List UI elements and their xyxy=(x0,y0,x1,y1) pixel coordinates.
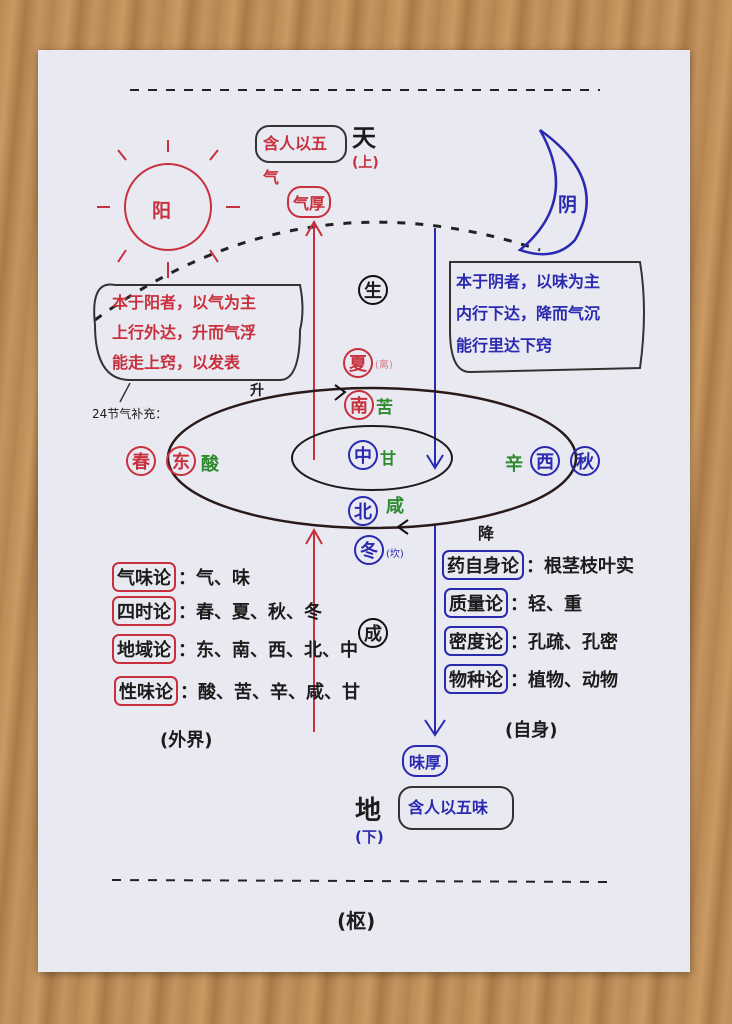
bitter-label: 苦 xyxy=(376,398,393,418)
footer-label: (枢) xyxy=(337,909,376,933)
summer-circle: 夏 xyxy=(343,348,373,378)
theory-tag: 四时论 xyxy=(112,596,176,626)
yang-description: 本于阳者，以气为主 上行外达，升而气浮 能走上窍，以发表 xyxy=(112,288,256,378)
yin-line-1: 本于阴者，以味为主 xyxy=(456,272,601,291)
rise-label: 升 xyxy=(250,383,264,399)
inner-cycle xyxy=(291,425,453,491)
earth-label: 地 xyxy=(355,796,382,826)
theory-text: ：东、南、西、北、中 xyxy=(178,640,358,661)
winter-circle: 冬 xyxy=(354,535,384,565)
theory-tag: 性味论 xyxy=(114,676,178,706)
yang-line-3: 能走上窍，以发表 xyxy=(112,353,241,372)
theory-text: ：孔疏、孔密 xyxy=(510,632,618,653)
yang-label: 阳 xyxy=(152,200,172,222)
earth-box: 含人以五味 xyxy=(398,786,514,830)
sky-arc xyxy=(94,220,541,322)
note-24-solar-terms: 24节气补充： xyxy=(92,407,168,421)
internal-item: 药自身论：根茎枝叶实 xyxy=(442,550,634,580)
center-circle: 中 xyxy=(348,440,378,470)
fall-label: 降 xyxy=(478,524,495,543)
north-circle: 北 xyxy=(348,496,378,526)
moon-icon xyxy=(517,128,588,256)
south-circle: 南 xyxy=(344,390,374,420)
earth-box-text: 含人以五味 xyxy=(408,798,489,817)
sun-icon xyxy=(97,140,240,278)
yang-line-1: 本于阳者，以气为主 xyxy=(112,293,257,312)
qi-hou-badge: 气厚 xyxy=(287,186,332,218)
external-item: 地域论：东、南、西、北、中 xyxy=(112,634,358,664)
theory-tag: 密度论 xyxy=(444,626,508,656)
theory-text: ：轻、重 xyxy=(510,594,582,615)
internal-label: (自身) xyxy=(505,720,558,741)
theory-tag: 地域论 xyxy=(112,634,176,664)
external-item: 气味论：气、味 xyxy=(112,562,250,592)
yin-line-3: 能行里达下窍 xyxy=(456,336,553,355)
winter-gua: (坎) xyxy=(386,549,404,560)
heaven-box: 含人以五气 xyxy=(255,125,347,187)
theory-tag: 药自身论 xyxy=(442,550,524,580)
yin-description: 本于阴者，以味为主 内行下达，降而气沉 能行里达下窍 xyxy=(456,266,600,362)
wei-hou-badge: 味厚 xyxy=(402,745,449,777)
heaven-position: (上) xyxy=(352,155,379,171)
pungent-label: 辛 xyxy=(505,454,523,475)
bottom-dashed-line xyxy=(111,879,613,883)
external-item: 四时论：春、夏、秋、冬 xyxy=(112,596,322,626)
autumn-circle: 秋 xyxy=(570,446,600,476)
theory-text: ：植物、动物 xyxy=(510,670,618,691)
earth-position: (下) xyxy=(355,828,384,846)
sheng-circle: 生 xyxy=(358,275,388,305)
salty-label: 咸 xyxy=(386,496,404,517)
internal-item: 密度论：孔疏、孔密 xyxy=(444,626,618,656)
yang-line-2: 上行外达，升而气浮 xyxy=(112,323,257,342)
theory-tag: 质量论 xyxy=(444,588,508,618)
sour-label: 酸 xyxy=(201,454,219,475)
spring-circle: 春 xyxy=(126,446,156,476)
internal-item: 质量论：轻、重 xyxy=(444,588,582,618)
external-item: 性味论：酸、苦、辛、咸、甘 xyxy=(114,676,360,706)
theory-tag: 物种论 xyxy=(444,664,508,694)
east-circle: 东 xyxy=(166,446,196,476)
theory-text: ：根茎枝叶实 xyxy=(526,556,634,577)
heaven-label: 天 xyxy=(352,124,376,152)
summer-gua: (离) xyxy=(375,360,393,371)
yin-label: 阴 xyxy=(558,194,578,216)
heaven-box-text: 含人以五气 xyxy=(263,134,328,187)
cheng-circle: 成 xyxy=(358,618,388,648)
internal-item: 物种论：植物、动物 xyxy=(444,664,618,694)
theory-text: ：气、味 xyxy=(178,568,250,589)
west-circle: 西 xyxy=(530,446,560,476)
theory-text: ：酸、苦、辛、咸、甘 xyxy=(180,682,360,703)
sweet-label: 甘 xyxy=(380,449,397,468)
yin-line-2: 内行下达，降而气沉 xyxy=(456,304,601,323)
theory-text: ：春、夏、秋、冬 xyxy=(178,602,322,623)
external-label: (外界) xyxy=(160,730,213,751)
theory-tag: 气味论 xyxy=(112,562,176,592)
